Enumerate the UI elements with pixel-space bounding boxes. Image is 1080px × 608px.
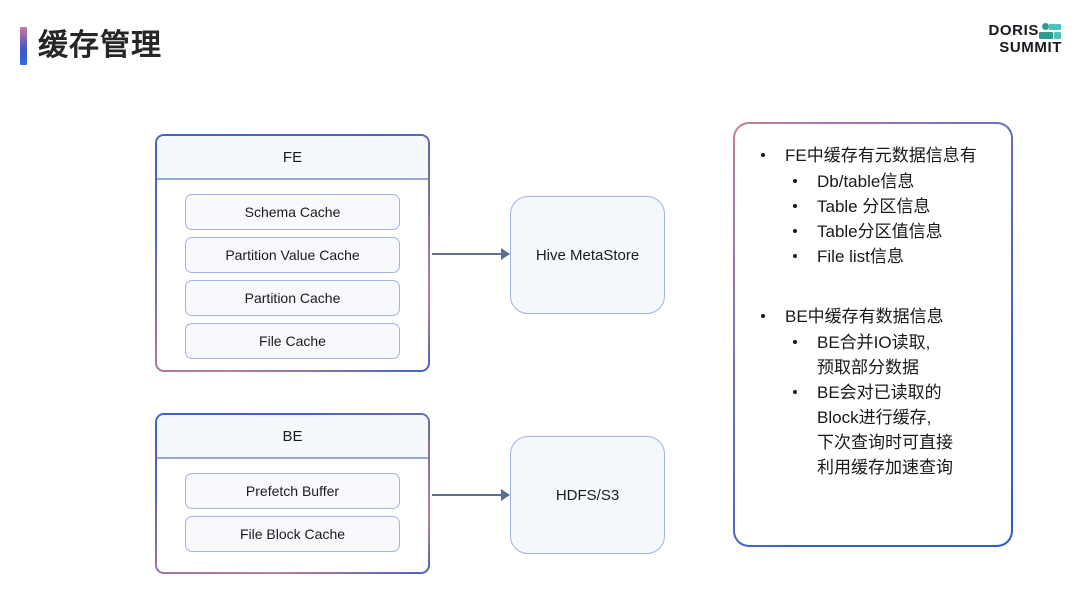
note-heading-be: BE中缓存有数据信息 [749,305,997,329]
cache-box-partition: Partition Cache [185,280,400,316]
logo-text: DORIS SUMMIT [988,22,1062,56]
note-heading-be-text: BE中缓存有数据信息 [785,307,944,326]
page-title: 缓存管理 [38,29,162,62]
hive-metastore-node: Hive MetaStore [510,196,665,314]
note-item-file-list-text: File list信息 [817,247,904,266]
fe-cache-list: Schema Cache Partition Value Cache Parti… [157,180,428,370]
note-item-table-partition-value: Table分区值信息 [749,219,997,244]
note-item-be-block-cache-line4: 利用缓存加速查询 [817,458,953,477]
cache-box-file-block: File Block Cache [185,516,400,552]
note-group-separator [749,269,997,305]
note-item-be-block-cache: BE会对已读取的 [749,380,997,405]
hdfs-s3-node: HDFS/S3 [510,436,665,554]
note-item-db-table-text: Db/table信息 [817,172,915,191]
cache-box-partition-value: Partition Value Cache [185,237,400,273]
be-node-title: BE [157,415,428,459]
cache-box-prefetch-buffer: Prefetch Buffer [185,473,400,509]
arrow-be-to-hdfs-s3 [432,489,510,501]
note-item-table-partition: Table 分区信息 [749,194,997,219]
logo-line-summit: SUMMIT [999,39,1062,56]
doris-summit-logo: DORIS SUMMIT [957,22,1062,64]
arrow-fe-to-hive-metastore [432,248,510,260]
logo-line-doris: DORIS [988,22,1039,39]
note-item-db-table: Db/table信息 [749,169,997,194]
note-item-be-block-cache-text: BE会对已读取的 [817,383,942,402]
note-item-file-list: File list信息 [749,244,997,269]
note-item-be-block-cache-line2: Block进行缓存, [817,408,932,427]
note-item-be-merged-io: BE合并IO读取, [749,330,997,355]
be-cache-list: Prefetch Buffer File Block Cache [157,459,428,566]
fe-node-title: FE [157,136,428,180]
note-item-be-merged-io-line2: 预取部分数据 [817,358,919,377]
note-heading-fe: FE中缓存有元数据信息有 [749,144,997,168]
doris-logo-mark-icon [1039,23,1061,40]
cache-box-schema: Schema Cache [185,194,400,230]
note-item-table-partition-value-text: Table分区值信息 [817,222,943,241]
note-item-be-block-cache-line3: 下次查询时可直接 [817,433,953,452]
cache-box-file: File Cache [185,323,400,359]
notes-panel: FE中缓存有元数据信息有 Db/table信息 Table 分区信息 Table… [733,122,1013,547]
title-accent-bar [20,27,27,65]
slide-header: 缓存管理 DORIS SUMMIT [0,0,1080,92]
fe-node-container: FE Schema Cache Partition Value Cache Pa… [155,134,430,372]
be-node-container: BE Prefetch Buffer File Block Cache [155,413,430,574]
note-item-be-merged-io-text: BE合并IO读取, [817,333,931,352]
note-heading-fe-text: FE中缓存有元数据信息有 [785,146,977,165]
note-item-table-partition-text: Table 分区信息 [817,197,931,216]
